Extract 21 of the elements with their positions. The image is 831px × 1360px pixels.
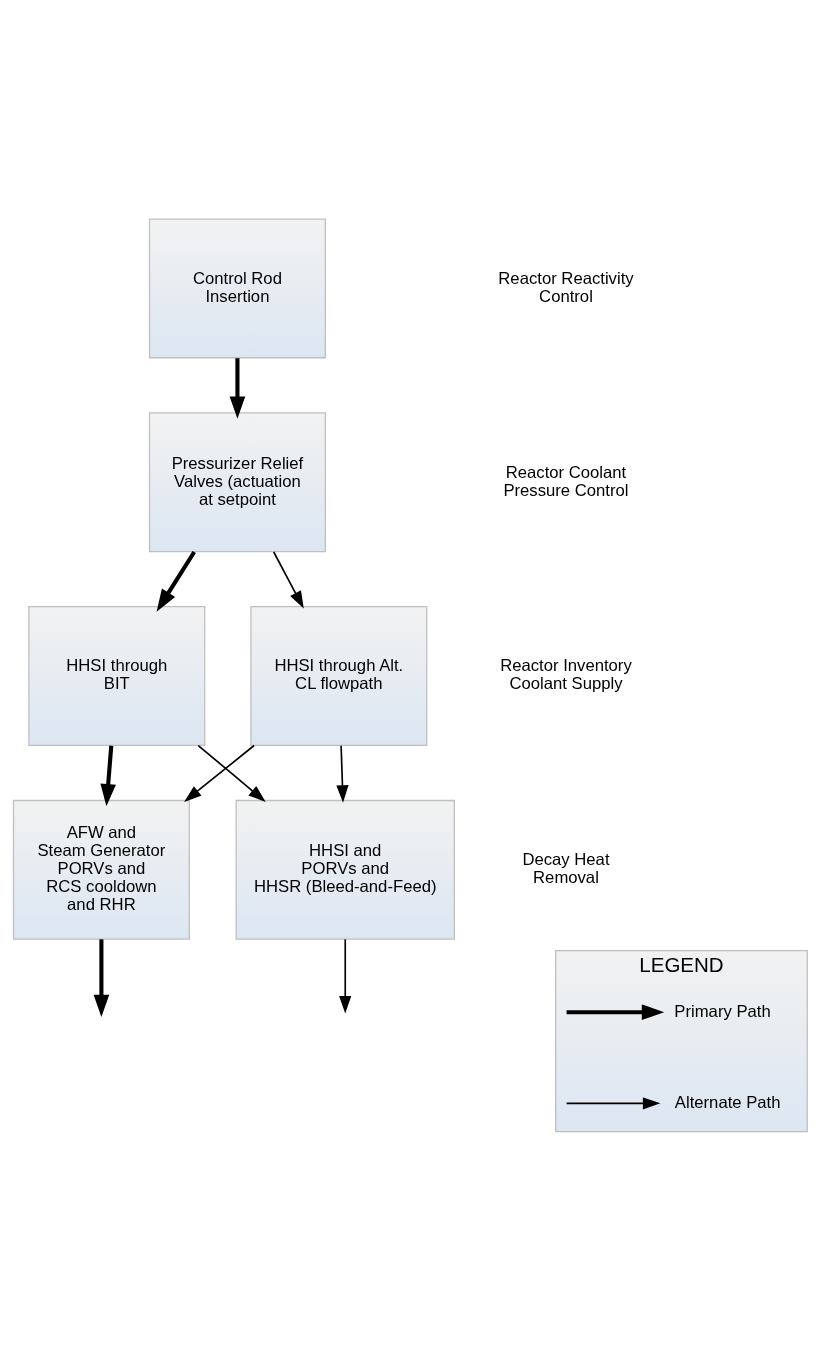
legend-label: Alternate Path bbox=[674, 1092, 781, 1112]
arrow bbox=[93, 938, 110, 1017]
legend-label: Primary Path bbox=[674, 1001, 771, 1021]
node-box: AFW and Steam Generator PORVs and RCS cooldown and RHR bbox=[12, 799, 190, 940]
node-box: HHSI and PORVs and HHSR (Bleed-and-Feed) bbox=[235, 799, 455, 940]
arrow bbox=[197, 744, 266, 802]
node-box: Control Rod Insertion bbox=[148, 218, 326, 358]
arrow bbox=[272, 550, 304, 609]
node-box: HHSI through Alt. CL flowpath bbox=[250, 605, 428, 746]
node-box: Pressurizer Relief Valves (actuation at setpoint bbox=[148, 411, 326, 552]
arrow bbox=[100, 745, 116, 806]
arrow bbox=[156, 550, 196, 612]
arrow bbox=[184, 744, 255, 802]
arrow bbox=[339, 938, 352, 1013]
label: Reactor Coolant Pressure Control bbox=[503, 462, 629, 500]
label: Decay Heat Removal bbox=[522, 849, 610, 887]
arrow bbox=[229, 357, 246, 419]
arrow bbox=[336, 744, 349, 803]
label: Reactor Inventory Coolant Supply bbox=[500, 655, 632, 693]
label: Reactor Reactivity Control bbox=[498, 268, 634, 306]
node-box: HHSI through BIT bbox=[28, 605, 206, 746]
